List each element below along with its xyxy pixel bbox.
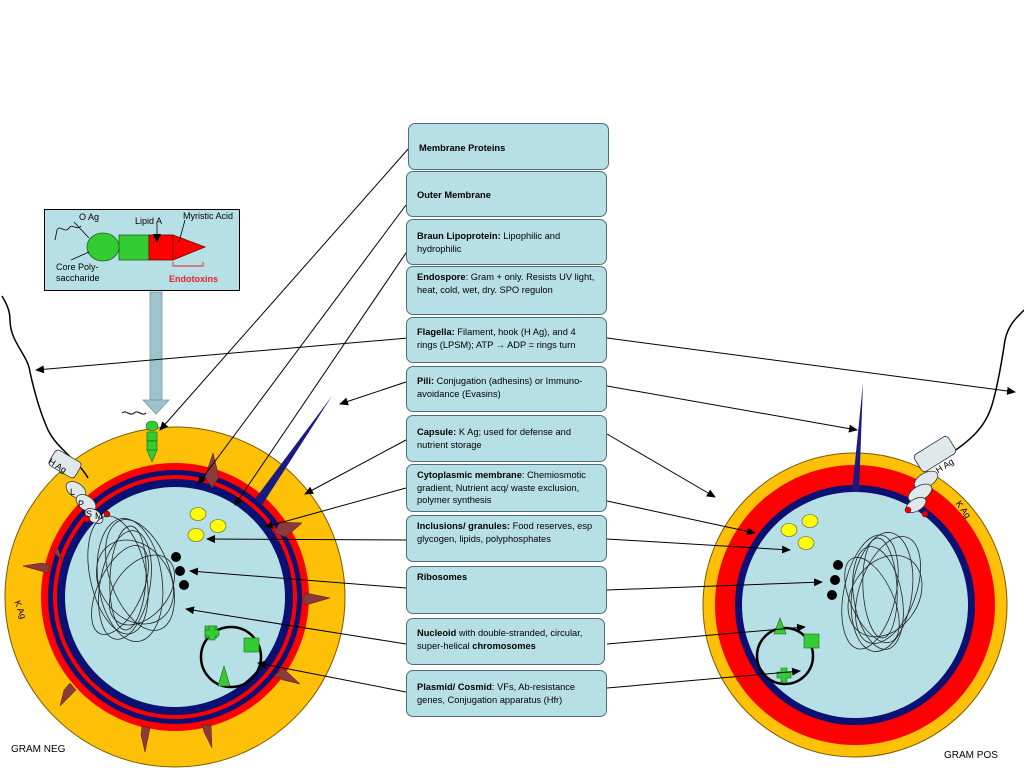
lps-inset: O Ag Lipid A Myristic Acid Core Poly- sa… [44, 209, 240, 291]
lps-molecule [121, 411, 159, 463]
lpsm-p-label: P [78, 499, 84, 509]
right-granules [780, 514, 819, 550]
label-ribosomes: Ribosomes [406, 566, 607, 614]
o-ag-label: O Ag [79, 212, 100, 222]
label-flagella: Flagella: Filament, hook (H Ag), and 4 r… [406, 317, 607, 363]
right-nucleoid [841, 532, 923, 652]
left-cytoplasm [65, 487, 285, 707]
lps-inset-drawing [54, 219, 207, 267]
myristic-acid-label: Myristic Acid [183, 211, 234, 221]
endotoxins-label: Endotoxins [169, 274, 218, 284]
label-outer-membrane: Outer Membrane [406, 171, 607, 217]
left-plasmid [199, 625, 263, 689]
label-inclusions: Inclusions/ granules: Food reserves, esp… [406, 515, 607, 562]
label-title: Pili: [417, 376, 435, 386]
label-braun-lipoprotein: Braun Lipoprotein: Lipophilic and hydrop… [406, 219, 607, 265]
left-membrane-proteins [22, 452, 331, 753]
label-title: Plasmid/ Cosmid [417, 682, 492, 692]
label-title: Outer Membrane [417, 190, 491, 200]
saccharide-label: saccharide [56, 273, 100, 283]
lpsm-m-label: M [95, 511, 103, 521]
label-title: Membrane Proteins [419, 143, 506, 153]
label-text: K Ag; used for defense and nutrient stor… [417, 427, 572, 450]
left-nucleoid [87, 515, 175, 642]
right-ribosomes [827, 560, 843, 600]
label-text: Lipophilic and hydrophilic [417, 231, 561, 254]
connector-lines [35, 147, 1016, 693]
lpsm-l-label: L [70, 487, 75, 497]
left-granules [187, 507, 227, 542]
inset-down-arrow [142, 291, 170, 415]
label-title: Nucleoid [417, 628, 457, 638]
gram-neg-cell: H Ag L P S M K Ag [1, 295, 346, 768]
left-ribosomes [171, 552, 189, 590]
label-title: Flagella: [417, 327, 455, 337]
right-pilus [852, 383, 863, 492]
label-text: : Chemiosmotic gradient, Nutrient acq/ w… [417, 470, 586, 505]
label-tail: chromosomes [472, 640, 536, 651]
gram-pos-label: GRAM POS [944, 750, 998, 761]
label-text: : VFs, Ab-resistance genes, Conjugation … [417, 682, 576, 705]
label-endospore: Endospore: Gram + only. Resists UV light… [406, 266, 607, 315]
label-membrane-proteins: Membrane Proteins [408, 123, 609, 170]
label-title: Inclusions/ granules: [417, 521, 510, 531]
left-flagellum [1, 295, 89, 479]
label-text: Conjugation (adhesins) or Immuno-avoidan… [417, 376, 583, 399]
left-basal-body [48, 449, 111, 524]
gram-neg-label: GRAM NEG [11, 744, 66, 755]
label-text: with double-stranded, circular, super-he… [417, 628, 583, 651]
label-title: Braun Lipoprotein: [417, 231, 501, 241]
label-text: Filament, hook (H Ag), and 4 rings (LPSM… [417, 327, 576, 350]
label-pili: Pili: Conjugation (adhesins) or Immuno-a… [406, 366, 607, 412]
label-text: Food reserves, esp glycogen, lipids, pol… [417, 521, 593, 544]
core-poly-label: Core Poly- [56, 262, 99, 272]
right-plasmid [755, 617, 820, 686]
label-title: Capsule: [417, 427, 457, 437]
lpsm-s-label: S [86, 509, 92, 519]
left-pilus [255, 396, 332, 505]
right-basal-body [904, 436, 957, 518]
label-cytoplasmic-membrane: Cytoplasmic membrane: Chemiosmotic gradi… [406, 464, 607, 512]
label-capsule: Capsule: K Ag; used for defense and nutr… [406, 415, 607, 462]
label-title: Endospore [417, 272, 466, 282]
label-plasmid: Plasmid/ Cosmid: VFs, Ab-resistance gene… [406, 670, 607, 717]
right-flagellum [952, 309, 1024, 453]
label-title: Cytoplasmic membrane [417, 470, 522, 480]
gram-pos-cell: H Ag K Ag [702, 309, 1024, 758]
lipid-a-label: Lipid A [135, 216, 163, 226]
label-title: Ribosomes [417, 572, 468, 582]
label-nucleoid: Nucleoid with double-stranded, circular,… [406, 618, 605, 665]
label-text: : Gram + only. Resists UV light, heat, c… [417, 272, 595, 295]
